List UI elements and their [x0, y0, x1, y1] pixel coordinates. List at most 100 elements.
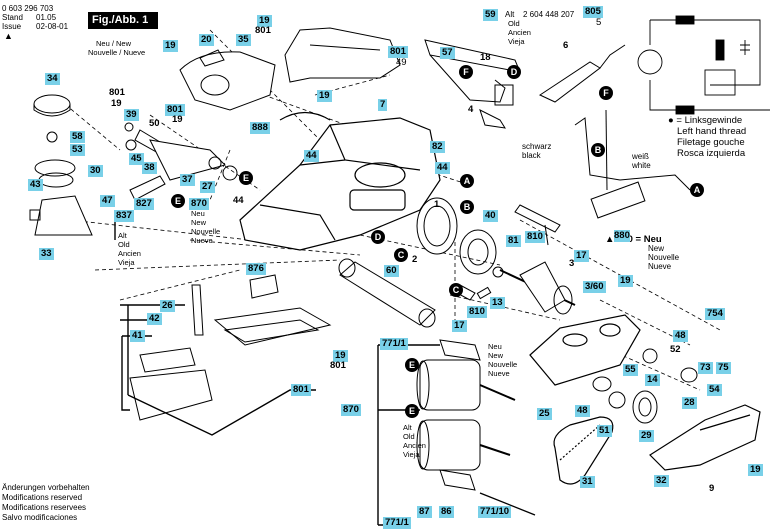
part-801e: 801 — [291, 384, 311, 396]
new-note-c4: Nueve — [488, 369, 510, 378]
base-cover-left — [129, 284, 213, 421]
part-14: 14 — [645, 374, 660, 386]
legend-left-hand-thread: ● = Linksgewinde — [668, 115, 743, 126]
alt-ancien: Ancien — [508, 28, 531, 37]
legend-new-2: Nouvelle — [648, 253, 680, 262]
part-48b: 48 — [575, 405, 590, 417]
wire-schwarz: schwarz — [522, 142, 552, 151]
part-34: 34 — [45, 73, 60, 85]
legend-new-1: New — [648, 244, 665, 253]
new-note-line-1: Neu / New — [96, 39, 132, 48]
part-3: 3 — [569, 258, 575, 269]
stand-value: 01.05 — [36, 13, 57, 22]
part-26: 26 — [160, 300, 175, 312]
part-19f: 19 — [333, 350, 348, 362]
part-73: 73 — [698, 362, 713, 374]
part-32: 32 — [654, 475, 669, 487]
alt-note-d3: Ancien — [403, 441, 426, 450]
part-17a: 17 — [574, 250, 589, 262]
part-57: 57 — [440, 47, 455, 59]
wire-white: white — [632, 161, 651, 170]
legend-line-2: Filetage gouche — [677, 137, 745, 148]
new-note-c3: Nouvelle — [488, 360, 518, 369]
part-35: 35 — [236, 34, 251, 46]
motor-units — [416, 339, 536, 516]
issue-label: Issue — [2, 22, 22, 31]
part-52: 52 — [670, 344, 681, 355]
part-19d: 19 — [172, 114, 183, 125]
part-27: 27 — [200, 181, 215, 193]
part-19h: 19 — [748, 464, 763, 476]
new-note-c1: Neu — [488, 342, 502, 351]
part-13: 13 — [490, 297, 505, 309]
part-801c: 801 — [109, 87, 125, 98]
part-801f: 801 — [330, 360, 346, 371]
footer-de: Änderungen vorbehalten — [2, 483, 90, 492]
footer-en: Modifications reserved — [2, 493, 83, 502]
knob-assembly — [29, 94, 93, 236]
part-771-10: 771/10 — [478, 506, 512, 518]
part-58: 58 — [70, 131, 85, 143]
part-20: 20 — [199, 34, 214, 46]
footer-es: Salvo modificaciones — [2, 513, 78, 522]
part-810b: 810 — [467, 306, 487, 318]
part-801d: 801 — [165, 104, 185, 116]
part-55: 55 — [623, 364, 638, 376]
part-801a: 801 — [255, 25, 271, 36]
alt-note-old-1: Alt — [118, 231, 127, 240]
pulleys — [592, 348, 698, 424]
part-87: 87 — [417, 506, 432, 518]
part-880: 880 — [614, 230, 630, 242]
part-801b: 801 — [388, 46, 408, 58]
new-triangle-marker: ▲ — [4, 31, 13, 41]
part-6: 6 — [563, 40, 569, 51]
part-44c: 44 — [435, 162, 450, 174]
part-50: 50 — [149, 118, 160, 129]
part-3-60: 3/60 — [583, 281, 606, 293]
part-4: 4 — [468, 104, 474, 115]
part-39: 39 — [124, 109, 139, 121]
part-37: 37 — [180, 174, 195, 186]
part-888: 888 — [250, 122, 270, 134]
part-754: 754 — [705, 308, 725, 320]
part-43: 43 — [28, 179, 43, 191]
wire-black: black — [522, 151, 541, 160]
part-1: 1 — [434, 199, 440, 210]
alt-note-d2: Old — [403, 432, 415, 441]
tube-and-brushes — [338, 204, 561, 328]
part-827: 827 — [134, 198, 154, 210]
part-49: 49 — [396, 57, 407, 68]
part-81: 81 — [506, 235, 521, 247]
part-810a: 810 — [525, 231, 545, 243]
new-note-b1: Neu — [191, 209, 205, 218]
part-86: 86 — [439, 506, 454, 518]
part-44b: 44 — [304, 150, 319, 162]
side-cover — [649, 404, 761, 471]
gearbox-cover — [529, 314, 641, 386]
issue-value: 02-08-01 — [36, 22, 69, 31]
part-837: 837 — [114, 210, 134, 222]
part-805: 805 — [583, 6, 603, 18]
part-870b: 870 — [341, 404, 361, 416]
part-19b: 19 — [163, 40, 178, 52]
lever-bracket — [124, 122, 238, 201]
switch-cable — [424, 39, 691, 219]
figure-title: Fig./Abb. 1 — [88, 12, 158, 29]
document-code: 0 603 296 703 — [2, 4, 54, 13]
part-18: 18 — [480, 52, 491, 63]
alt-old: Old — [508, 19, 520, 28]
part-19g: 19 — [618, 275, 633, 287]
legend-line-3: Rosca izquierda — [677, 148, 746, 159]
part-59: 59 — [483, 9, 498, 21]
alt-prefix: Alt — [505, 10, 515, 19]
wire-weiss: weiß — [632, 152, 649, 161]
stand-label: Stand — [2, 13, 23, 22]
part-47: 47 — [100, 195, 115, 207]
alt-note-old-2: Old — [118, 240, 130, 249]
main-housing — [239, 111, 441, 251]
alt-vieja: Vieja — [508, 37, 525, 46]
part-38: 38 — [142, 162, 157, 174]
alt-number: 2 604 448 207 — [523, 10, 575, 19]
part-9: 9 — [709, 483, 715, 494]
legend-line-1: Left hand thread — [677, 126, 747, 137]
